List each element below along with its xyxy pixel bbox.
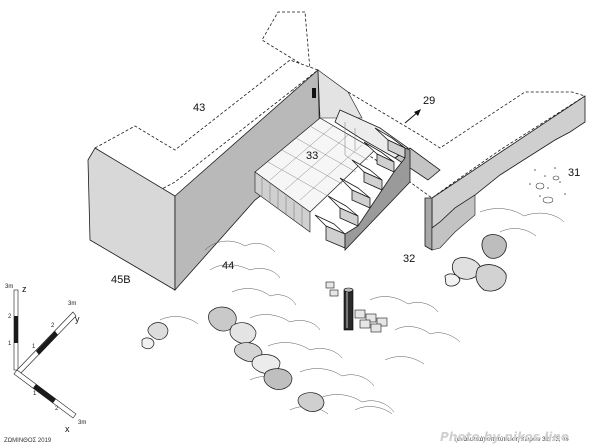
room-label-29: 29 — [423, 95, 435, 107]
x-tick-2: 2 — [55, 406, 59, 412]
axis-label-z: z — [22, 284, 27, 294]
wall-niche — [312, 88, 316, 98]
stair-side-face — [344, 147, 411, 251]
wall-west-top — [94, 59, 319, 191]
ground-edge-right — [529, 167, 566, 197]
low-wall-stub — [325, 281, 388, 333]
y-tick-3m: 3m — [68, 301, 76, 307]
rubble-field — [159, 208, 565, 415]
x-tick-1: 1 — [33, 391, 37, 397]
wall-east-face-lower — [431, 194, 476, 251]
wall-east-end-face — [424, 197, 433, 251]
y-tick-1: 1 — [32, 344, 36, 350]
staircase — [314, 109, 441, 251]
y-tick-2: 2 — [51, 323, 55, 329]
wall-inner-face — [317, 69, 363, 119]
footer-caption: (ανάλυτικά) αποτύπωση Χώρων 32, 33, 44 — [455, 436, 570, 443]
room-label-43: 43 — [193, 102, 205, 114]
room-label-32: 32 — [403, 253, 415, 265]
axes-gizmo: z y x 1 2 3m 1 2 3m 1 2 3m — [5, 284, 86, 434]
z-tick-2: 2 — [8, 314, 12, 320]
room-label-44: 44 — [222, 260, 234, 272]
large-stones-right — [444, 234, 507, 292]
column-post — [343, 287, 354, 331]
stones-center — [141, 306, 325, 412]
room-label-45b: 45B — [111, 274, 131, 286]
z-tick-1: 1 — [8, 341, 12, 347]
room-label-33: 33 — [306, 150, 318, 162]
x-tick-3m: 3m — [78, 420, 86, 426]
wall-west — [87, 59, 363, 292]
watermark-text: Photo by nikos line — [440, 430, 569, 444]
axis-label-x: x — [65, 424, 70, 434]
direction-arrow — [404, 109, 421, 124]
small-stones-right — [535, 175, 560, 204]
room-labels: 43 29 33 31 32 44 45B — [111, 95, 580, 286]
room-label-31: 31 — [568, 167, 580, 179]
axis-label-y: y — [75, 314, 80, 324]
footer-credit: ΖΩΜΙΝΘΟΣ 2019 — [4, 438, 52, 444]
z-tick-3m: 3m — [5, 284, 13, 290]
wall-west-front-face — [87, 147, 176, 291]
